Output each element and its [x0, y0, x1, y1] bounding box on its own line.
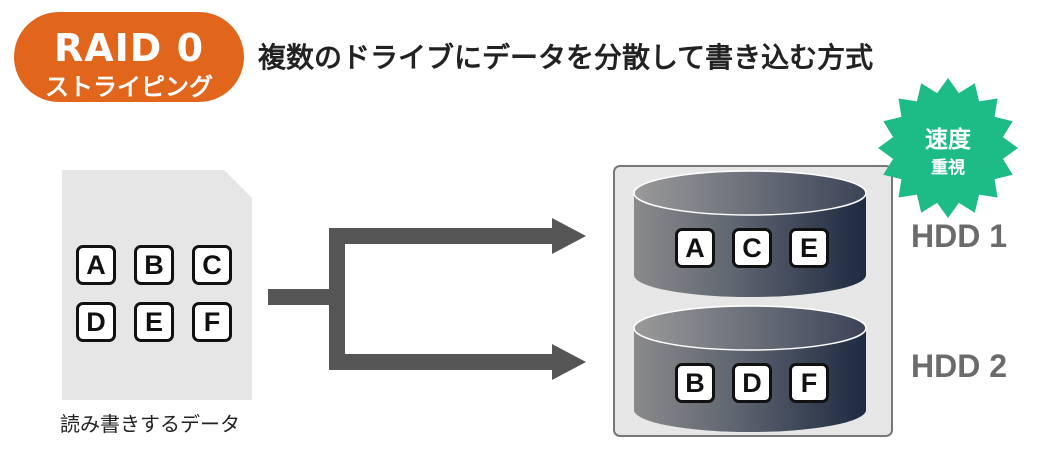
source-block-6: F — [192, 302, 232, 342]
split-arrows — [268, 218, 586, 380]
hdd2-label: HDD 2 — [911, 348, 1008, 384]
source-block-3: C — [192, 245, 232, 285]
star-text-priority: 重視 — [931, 158, 965, 178]
badge-title: RAID 0 — [53, 26, 205, 70]
arrow-bottom-head — [552, 344, 586, 380]
hdd2-block-3: F — [789, 363, 829, 403]
headline: 複数のドライブにデータを分散して書き込む方式 — [258, 41, 874, 74]
source-block-4: D — [76, 302, 116, 342]
badge-subtitle: ストライピング — [45, 73, 213, 101]
source-block-5: E — [134, 302, 174, 342]
source-block-2: B — [134, 245, 174, 285]
hdd1-block-1: A — [675, 228, 715, 268]
arrow-top-head — [552, 218, 586, 254]
arrow-branch-vertical — [329, 228, 345, 370]
source-block-1: A — [76, 245, 116, 285]
hdd2-block-1: B — [675, 363, 715, 403]
hdd1-block-2: C — [732, 228, 772, 268]
arrow-bottom-shaft — [329, 354, 554, 370]
source-document — [62, 170, 252, 400]
hdd2-block-2: D — [732, 363, 772, 403]
speed-starburst — [878, 78, 1018, 218]
hdd1-label: HDD 1 — [911, 218, 1008, 254]
star-text-speed: 速度 — [925, 127, 971, 153]
raid-badge: RAID 0 ストライピング — [14, 12, 244, 102]
arrow-top-shaft — [329, 228, 554, 244]
arrow-stem — [268, 289, 344, 305]
hdd1-block-3: E — [789, 228, 829, 268]
source-label: 読み書きするデータ — [60, 412, 240, 436]
